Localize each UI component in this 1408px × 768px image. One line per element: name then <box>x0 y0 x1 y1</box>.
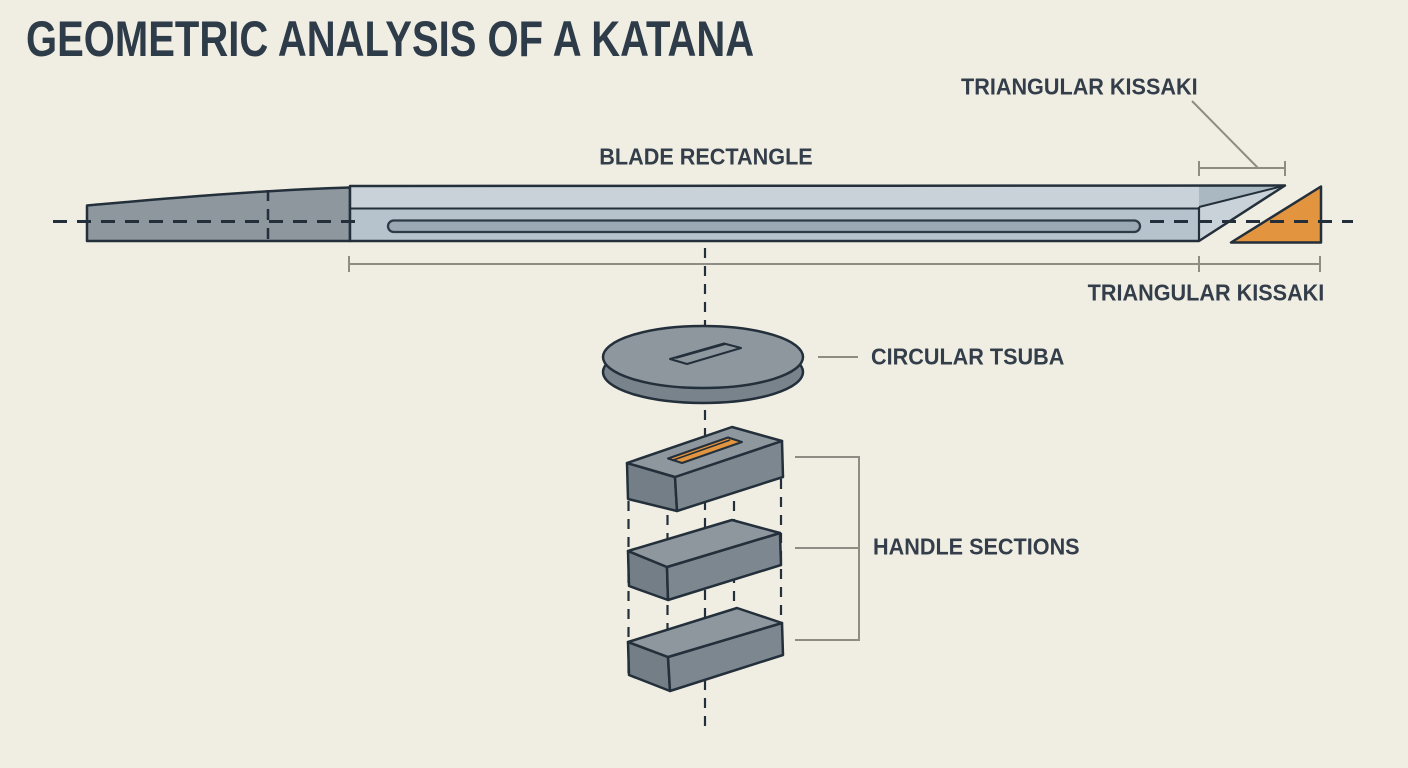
katana-blade <box>53 184 1353 244</box>
tsuba-slot-depth-line <box>675 343 728 359</box>
handle-sections <box>625 425 785 693</box>
circular-tsuba-label: CIRCULAR TSUBA <box>871 343 1065 370</box>
handle-section-3 <box>626 606 785 693</box>
blade-upper-band <box>350 186 1199 209</box>
triangular-kissaki-dimension-label: TRIANGULAR KISSAKI <box>1087 279 1325 306</box>
kissaki-callout-leader-line <box>1191 100 1259 169</box>
circular-tsuba <box>601 324 805 405</box>
tsuba-tang-slot <box>669 342 742 365</box>
tang-nakago <box>85 186 352 243</box>
blade-rectangle-label: BLADE RECTANGLE <box>599 143 813 170</box>
dimension-lines <box>348 100 1321 641</box>
handle-section-1 <box>625 425 785 513</box>
kissaki-facet-line <box>1198 184 1286 208</box>
page-title: GEOMETRIC ANALYSIS OF A KATANA <box>26 11 755 67</box>
handle1-slot-depth-line <box>671 439 731 462</box>
blade-groove <box>386 219 1142 234</box>
handle1-tang-slot <box>667 436 743 464</box>
handle-sections-label: HANDLE SECTIONS <box>873 533 1080 560</box>
handle-section-2 <box>626 518 783 602</box>
kissaki-exploded-triangle <box>1229 185 1323 244</box>
handle3-top-face <box>626 606 784 659</box>
handle2-top-face <box>626 518 782 569</box>
triangular-kissaki-callout-label: TRIANGULAR KISSAKI <box>961 73 1198 100</box>
